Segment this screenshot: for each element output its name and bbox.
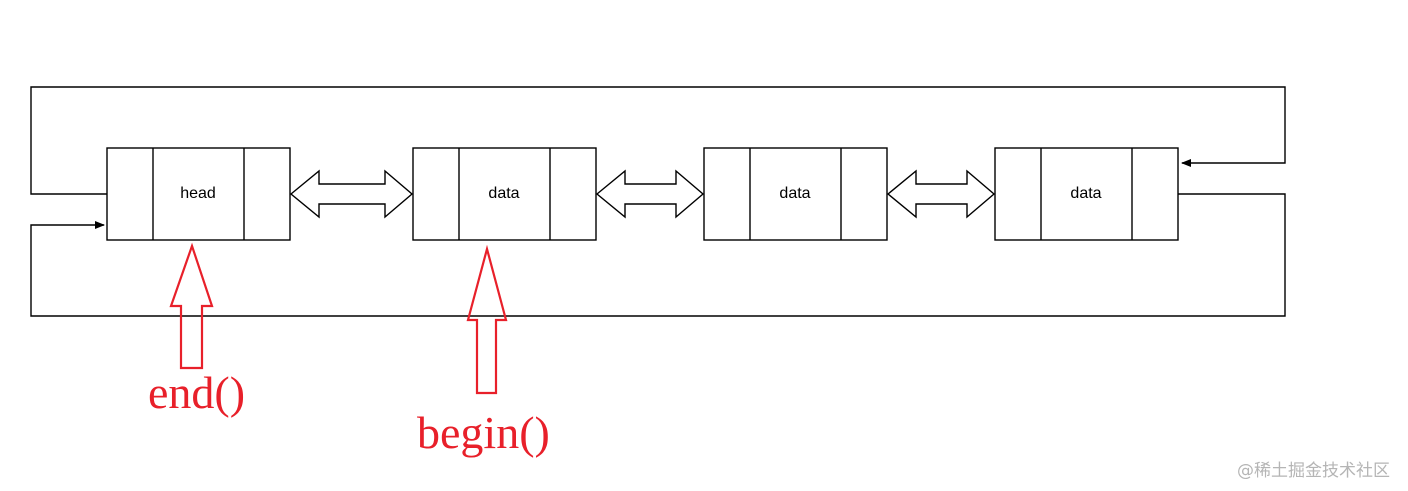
end-pointer-arrow bbox=[169, 242, 214, 370]
list-node-data: data bbox=[703, 147, 888, 241]
begin-pointer-arrow bbox=[466, 244, 508, 395]
bidirectional-link-arrow bbox=[595, 169, 705, 219]
list-node-head: head bbox=[106, 147, 291, 241]
list-node-data: data bbox=[994, 147, 1179, 241]
node-label: data bbox=[779, 185, 810, 202]
bidirectional-link-arrow bbox=[289, 169, 414, 219]
watermark: @稀土掘金技术社区 bbox=[1237, 461, 1390, 481]
node-label: data bbox=[1070, 185, 1101, 202]
node-label: data bbox=[488, 185, 519, 202]
list-node-data: data bbox=[412, 147, 597, 241]
begin-pointer-label: begin() bbox=[417, 407, 550, 458]
circular-link-top bbox=[30, 86, 1286, 195]
circular-link-bottom bbox=[30, 193, 1286, 317]
end-pointer-label: end() bbox=[148, 367, 245, 418]
node-label: head bbox=[180, 185, 216, 202]
bidirectional-link-arrow bbox=[886, 169, 996, 219]
